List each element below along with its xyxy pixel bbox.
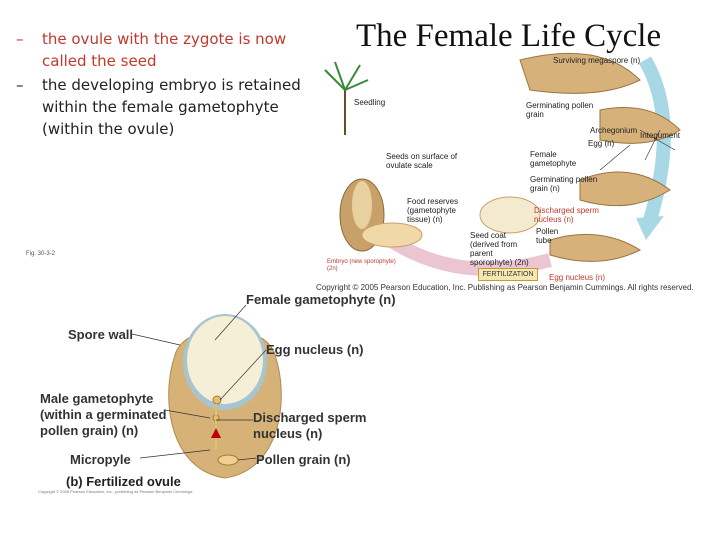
fertilized-ovule-icon	[479, 196, 541, 234]
label-spore-wall: Spore wall	[68, 327, 134, 342]
label-male-gametophyte: Male gametophyte (within a germinated po…	[40, 391, 167, 438]
bullet-item-1: –the ovule with the zygote is now called…	[16, 30, 287, 70]
label-archegonium: Archegonium	[590, 126, 638, 135]
label-seeds-on-scale: Seeds on surface of ovulate scale	[386, 152, 458, 170]
bullet-list: –the ovule with the zygote is now called…	[14, 28, 314, 142]
seedling-icon	[324, 61, 369, 135]
gametophyte-tissue	[187, 316, 263, 404]
fertilization-badge: FERTILIZATION	[478, 268, 538, 281]
ovule-scale-top	[519, 52, 641, 94]
arrow-head	[636, 216, 664, 240]
bottom-copyright: Copyright © 2008 Pearson Education, Inc.…	[38, 489, 194, 494]
label-pollen-tube: Pollen tube	[536, 227, 559, 245]
label-bottom-discharged: Discharged sperm nucleus (n)	[253, 410, 367, 441]
egg-nucleus-dot	[212, 395, 222, 405]
ovule-scale-bottom	[549, 233, 642, 262]
pollen-grain-icon	[217, 454, 239, 466]
label-seed-coat: Seed coat (derived from parent sporophyt…	[470, 231, 529, 267]
embryo-seed-icon	[361, 222, 423, 248]
label-surviving-megaspore: Surviving megaspore (n)	[553, 56, 641, 65]
label-discharged-sperm: Discharged sperm nucleus (n)	[534, 206, 599, 224]
label-pollen-grain: Pollen grain (n)	[256, 452, 351, 467]
label-egg-nucleus: Egg nucleus (n)	[549, 273, 606, 282]
ovule-scale-low	[579, 171, 671, 207]
life-cycle-diagram	[324, 52, 681, 276]
label-egg: Egg (n)	[588, 139, 615, 148]
figure-caption: (b) Fertilized ovule	[66, 474, 181, 489]
seed-icon	[352, 181, 372, 229]
slide-title: The Female Life Cycle	[356, 18, 662, 54]
label-bottom-female-gametophyte: Female gametophyte (n)	[246, 292, 396, 307]
figure-number: Fig. 30-3-2	[26, 251, 56, 257]
label-integument: Integument	[640, 131, 681, 140]
label-seedling: Seedling	[354, 98, 386, 107]
label-bottom-egg-nucleus: Egg nucleus (n)	[266, 342, 364, 357]
pink-cycle-arrow	[386, 234, 552, 276]
label-germinating-pollen-n: Germinating pollen grain (n)	[530, 175, 598, 193]
bullet-item-2: –the developing embryo is retained withi…	[16, 76, 301, 138]
micropyle-arrow	[211, 428, 221, 438]
label-female-gametophyte: Female gametophyte	[530, 150, 577, 168]
copyright-text: Copyright © 2005 Pearson Education, Inc.…	[316, 283, 694, 292]
label-micropyle: Micropyle	[70, 452, 131, 467]
ovule-scale-mid	[599, 107, 681, 144]
label-germinating-pollen: Germinating pollen grain	[526, 101, 594, 119]
label-food-reserves: Food reserves (gametophyte tissue) (n)	[407, 197, 459, 224]
label-embryo: Embryo (new sporophyte) (2n)	[327, 259, 396, 272]
